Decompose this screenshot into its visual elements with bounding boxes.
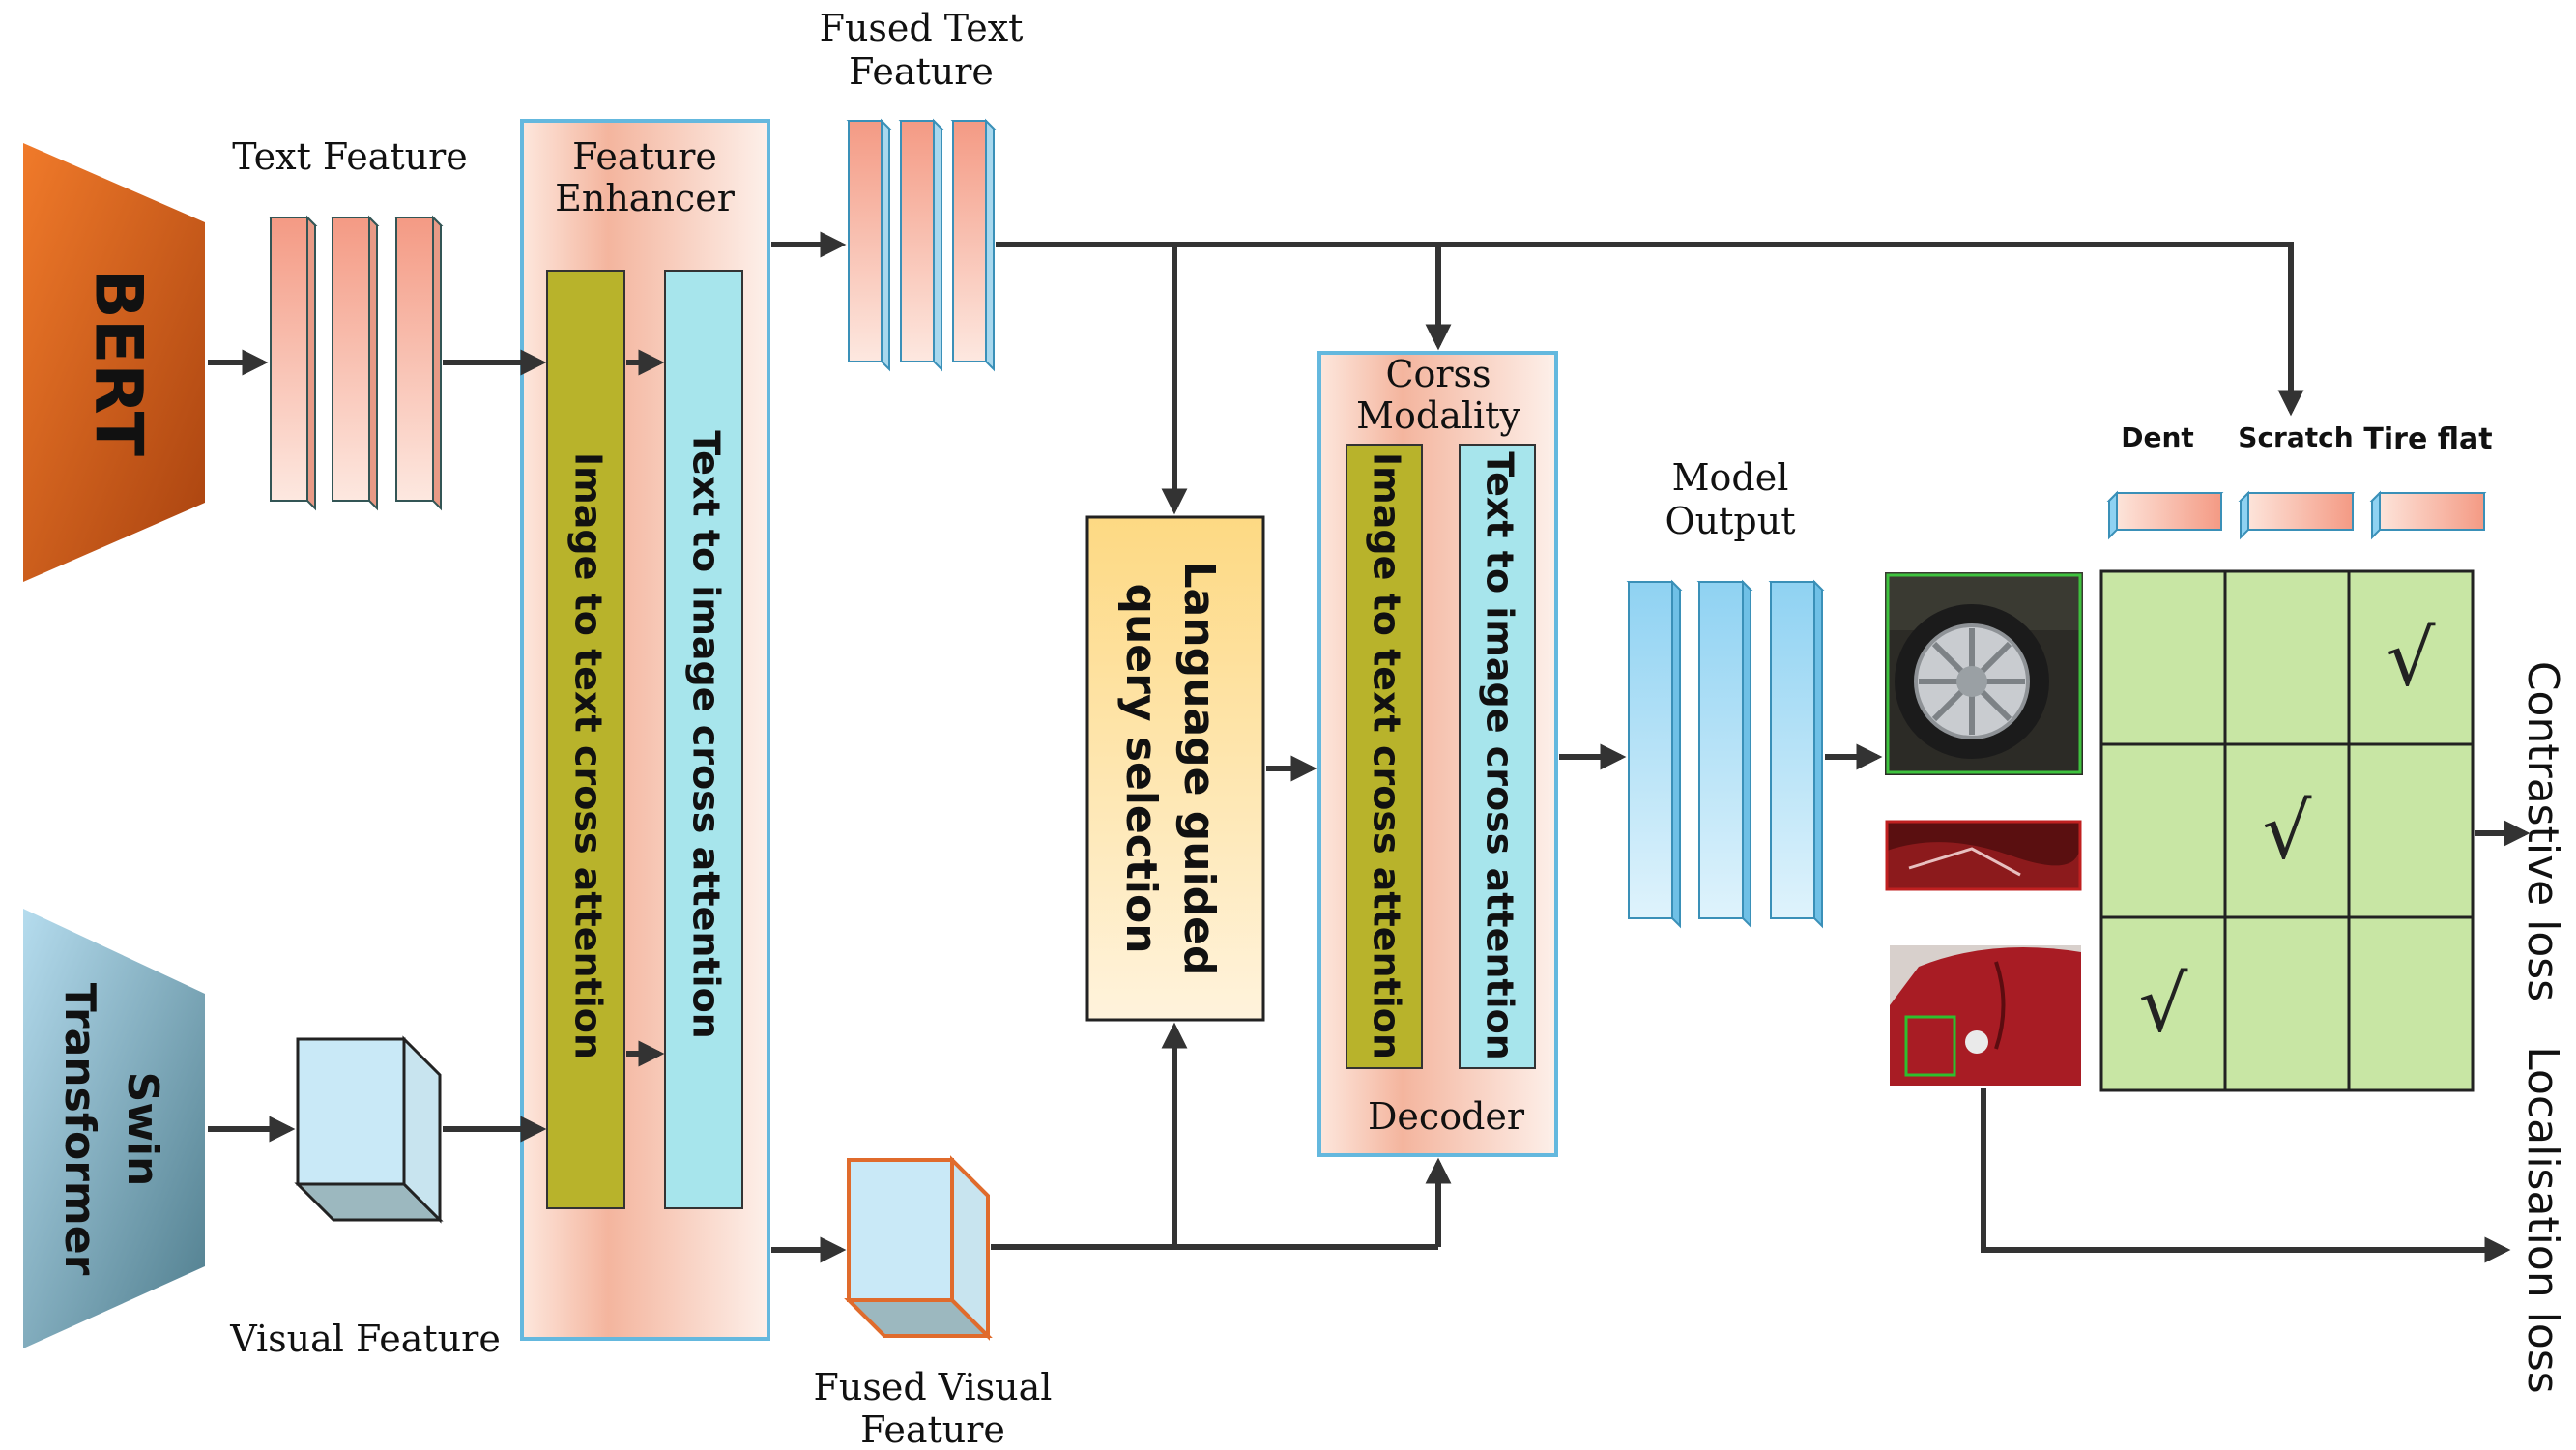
localisation-loss-label: Localisation loss	[2518, 1046, 2567, 1393]
decoder-image-to-text-label: Image to text cross attention	[1366, 452, 1408, 1059]
match-check-icon: √	[2263, 787, 2312, 877]
similarity-matrix: √ √ √	[2099, 569, 2475, 1092]
fused-visual-feature-cube	[844, 1155, 993, 1341]
class-label-dent: Dent	[2121, 421, 2194, 453]
fused-text-label-line2: Feature	[849, 50, 994, 93]
tire-flat-photo	[1885, 572, 2083, 775]
arrow-fused-text-to-classes	[996, 242, 2304, 417]
dent-photo	[1890, 945, 2081, 1086]
text-feature-bar	[268, 215, 318, 511]
model-output-bar	[1768, 579, 1825, 929]
model-output-bar	[1626, 579, 1683, 929]
match-check-icon: √	[2139, 960, 2188, 1050]
text-feature-bar	[393, 215, 444, 511]
fused-text-feature-bars	[846, 118, 997, 372]
class-label-tire-flat: Tire flat	[2363, 422, 2492, 456]
decoder-text-to-image-block	[1459, 444, 1536, 1069]
fused-visual-label-line1: Fused Visual	[814, 1366, 1053, 1408]
decoder-image-to-text-block	[1346, 444, 1423, 1069]
decoder-footer-label: Decoder	[1368, 1095, 1525, 1138]
fused-text-bar	[950, 118, 997, 372]
fused-text-bar	[898, 118, 944, 372]
class-embedding-bars	[2106, 490, 2487, 540]
enhancer-image-to-text-block	[546, 270, 625, 1209]
model-output-bars	[1626, 579, 1825, 929]
class-embedding-bar	[2106, 490, 2224, 540]
enhancer-text-to-image-label: Text to image cross attention	[685, 430, 728, 1039]
decoder-title-line2: Modality	[1356, 394, 1520, 437]
model-output-bar	[1696, 579, 1753, 929]
decoder-text-to-image-label: Text to image cross attention	[1479, 451, 1521, 1060]
cross-modality-decoder: Corss Modality Image to text cross atten…	[1317, 351, 1558, 1157]
decoder-title-line1: Corss	[1385, 353, 1491, 395]
arrow-predictions-to-localisation-loss	[1981, 1088, 2511, 1263]
fused-text-bar	[846, 118, 892, 372]
model-output-label-line1: Model	[1672, 456, 1789, 499]
text-feature-bar	[330, 215, 380, 511]
contrastive-loss-label: Contrastive loss	[2518, 661, 2567, 1001]
connectors	[208, 231, 2531, 1263]
bert-encoder: BERT	[23, 143, 205, 582]
swin-label-line1: Swin	[118, 1072, 167, 1187]
visual-feature-cube	[294, 1035, 444, 1224]
visual-feature-label: Visual Feature	[229, 1318, 501, 1360]
swin-label-line2: Transformer	[55, 983, 104, 1276]
class-label-scratch: Scratch	[2238, 421, 2353, 453]
enhancer-text-to-image-block	[664, 270, 743, 1209]
text-feature-bars	[268, 215, 444, 511]
fused-visual-label-line2: Feature	[860, 1408, 1005, 1450]
swin-encoder: Swin Transformer	[23, 909, 205, 1348]
bert-label: BERT	[79, 269, 156, 457]
feature-enhancer: Feature Enhancer Image to text cross att…	[520, 119, 770, 1341]
query-selection-block: Language guided query selection	[1085, 515, 1265, 1022]
feature-enhancer-title-line2: Enhancer	[555, 177, 736, 219]
enhancer-image-to-text-label: Image to text cross attention	[567, 452, 610, 1059]
scratch-photo	[1885, 820, 2082, 891]
model-output-label-line2: Output	[1665, 500, 1796, 542]
text-feature-label: Text Feature	[232, 135, 468, 178]
query-selection-line1: Language guided	[1174, 562, 1224, 976]
query-selection-line2: query selection	[1116, 583, 1166, 953]
match-check-icon: √	[2387, 614, 2436, 704]
feature-enhancer-title-line1: Feature	[572, 135, 717, 178]
fused-text-label-line1: Fused Text	[820, 7, 1024, 49]
class-embedding-bar	[2238, 490, 2356, 540]
class-embedding-bar	[2369, 490, 2487, 540]
